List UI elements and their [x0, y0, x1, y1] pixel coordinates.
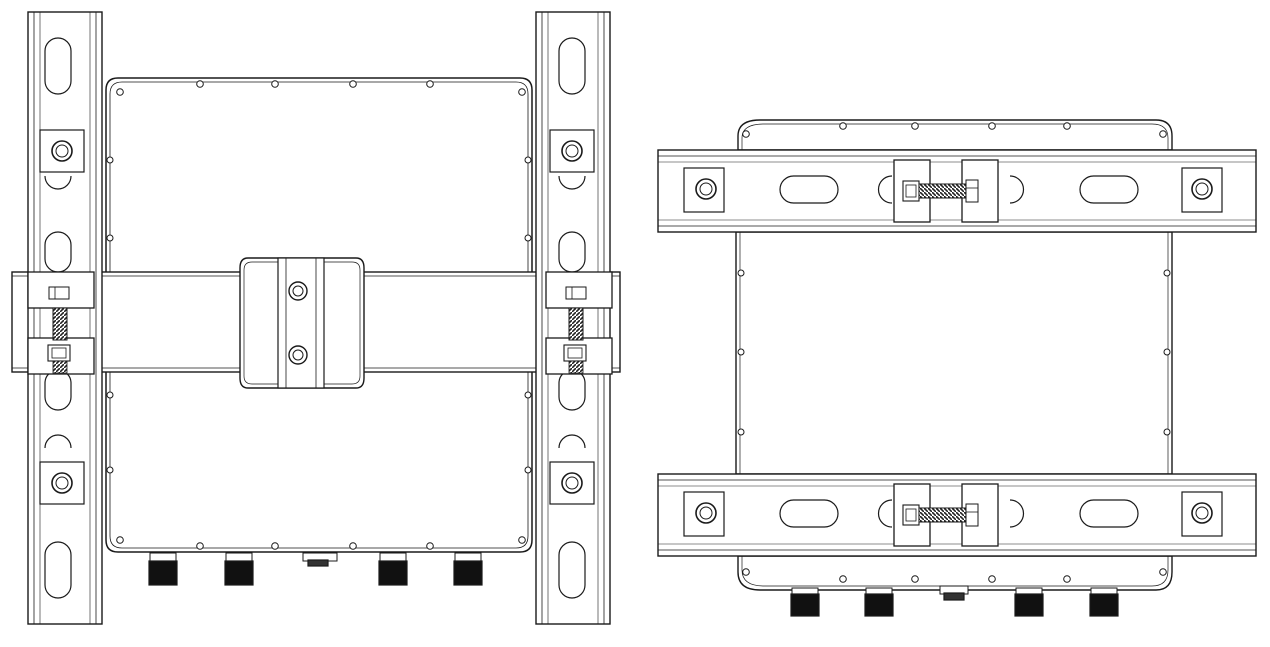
ground-lug-icon — [939, 585, 969, 601]
n-connector-icon — [864, 587, 894, 617]
enclosure-body — [735, 119, 1173, 591]
connector-row — [148, 552, 483, 586]
right-crossbar-clamp — [545, 271, 613, 375]
n-connector-icon — [148, 552, 178, 586]
connector-row — [790, 585, 1119, 617]
n-connector-icon — [224, 552, 254, 586]
vertical-mount-view — [11, 11, 621, 625]
n-connector-icon — [790, 587, 820, 617]
n-connector-icon — [453, 552, 483, 586]
bottom-rail-clamp — [893, 483, 999, 547]
center-clamp — [239, 257, 365, 389]
top-rail-clamp — [893, 159, 999, 223]
n-connector-icon — [1014, 587, 1044, 617]
screw-row — [737, 122, 1171, 583]
horizontal-mount-view — [657, 119, 1257, 617]
left-crossbar-clamp — [27, 271, 95, 375]
n-connector-icon — [1089, 587, 1119, 617]
n-connector-icon — [378, 552, 408, 586]
screw-row-top — [106, 80, 532, 550]
left-vertical-channel — [27, 11, 103, 625]
ground-lug-icon — [302, 552, 338, 567]
